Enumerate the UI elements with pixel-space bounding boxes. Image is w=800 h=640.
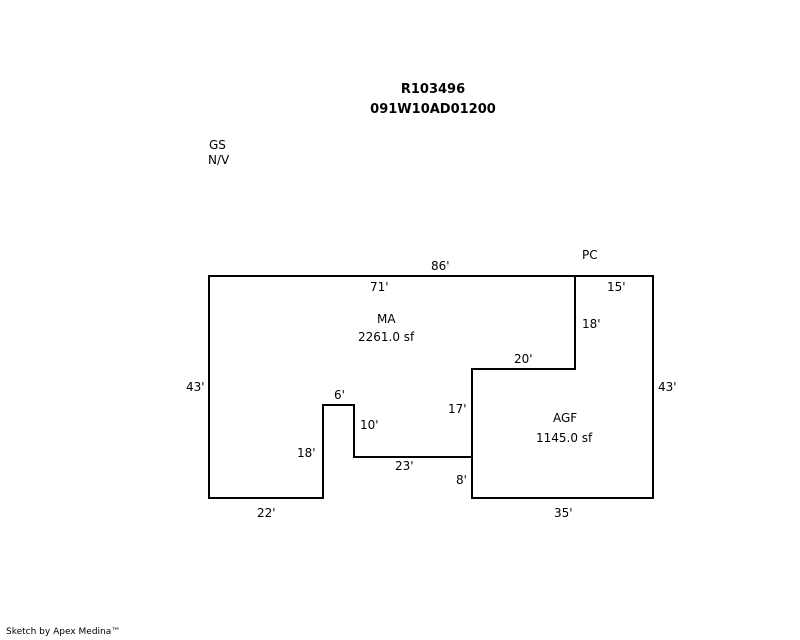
note-nv: N/V xyxy=(208,153,230,167)
sketch-credit: Sketch by Apex Medina™ xyxy=(6,627,121,637)
dim-inner-lower: 8' xyxy=(456,473,467,487)
dim-notch-top: 6' xyxy=(334,388,345,402)
agf-code: AGF xyxy=(553,411,578,425)
ma-outline xyxy=(208,275,576,499)
dim-pc-side: 18' xyxy=(582,317,601,331)
dim-inner-upper: 17' xyxy=(448,402,467,416)
dim-top-total: 86' xyxy=(431,259,450,273)
pc-label: PC xyxy=(582,248,598,262)
ma-size: 2261.0 sf xyxy=(358,330,415,344)
dim-step-top: 20' xyxy=(514,352,533,366)
dim-bottom-right: 35' xyxy=(554,506,573,520)
parcel-id: 091W10AD01200 xyxy=(370,102,496,117)
dim-left: 43' xyxy=(186,380,205,394)
dim-pc-top: 15' xyxy=(607,280,626,294)
dim-right: 43' xyxy=(658,380,677,394)
dim-notch-up: 18' xyxy=(297,446,316,460)
agf-outline xyxy=(471,275,654,499)
dim-bottom-left: 22' xyxy=(257,506,276,520)
agf-size: 1145.0 sf xyxy=(536,431,593,445)
record-id: R103496 xyxy=(400,82,466,97)
dim-inner-bottom: 23' xyxy=(395,459,414,473)
dim-top-ma: 71' xyxy=(370,280,389,294)
dim-notch-down: 10' xyxy=(360,418,379,432)
note-gs: GS xyxy=(209,138,226,152)
ma-code: MA xyxy=(377,312,396,326)
